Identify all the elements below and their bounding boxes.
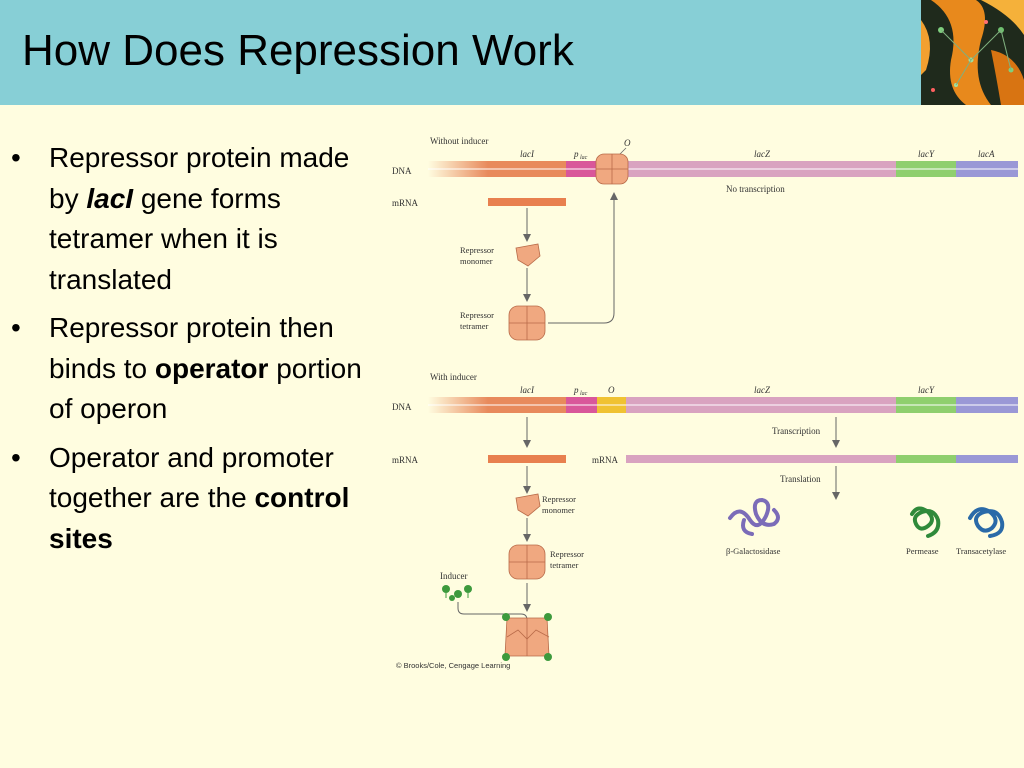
repressor-bound-to-operator <box>595 153 629 185</box>
dna-label: DNA <box>392 166 412 176</box>
dna-label: DNA <box>392 402 412 412</box>
repressor-inducer-complex <box>502 613 552 661</box>
gene-label-lacI: lacI <box>520 149 535 159</box>
repressor-monomer-label: monomer <box>542 505 575 515</box>
bullet-text: Operator and promoter together are the <box>49 441 334 514</box>
repressor-tetramer-shape <box>508 544 546 580</box>
translation-label: Translation <box>780 474 821 484</box>
repressor-tetramer-shape <box>508 305 546 341</box>
bullet-emphasis: lacI <box>86 182 134 214</box>
bullet-emphasis: operator <box>154 352 269 384</box>
bullet-text: gene forms tetramer when it is translate… <box>49 182 281 295</box>
mrna-label-operon: mRNA <box>592 455 619 465</box>
gene-label-lacZ: lacZ <box>754 385 771 395</box>
repressor-tetramer-label: Repressor <box>550 549 584 559</box>
operon-mrna <box>626 455 1018 463</box>
slide-title: How Does Repression Work <box>22 26 574 75</box>
panel-title-with-inducer: With inducer <box>430 372 477 382</box>
mrna-label: mRNA <box>392 455 419 465</box>
permease-label: Permease <box>906 546 939 556</box>
binding-arrow <box>548 192 618 324</box>
repressor-monomer-label: Repressor <box>542 494 576 504</box>
repressor-monomer-label: Repressor <box>460 245 494 255</box>
bullet-text: Repressor protein then binds to <box>49 312 334 384</box>
transacetylase-label: Transacetylase <box>956 546 1006 556</box>
galactosidase-label: β-Galactosidase <box>726 546 781 556</box>
inducer-molecules <box>442 585 472 601</box>
gene-label-lacI: lacI <box>520 385 535 395</box>
decorative-molecule-image <box>921 0 1024 105</box>
gene-label-promoter: p <box>573 149 579 159</box>
mrna-label: mRNA <box>392 198 419 208</box>
permease-protein <box>910 506 941 538</box>
gene-label-operator: O <box>624 138 631 148</box>
repressor-tetramer-label: tetramer <box>550 560 578 570</box>
repressor-monomer-shape <box>515 493 541 517</box>
copyright-credit: © Brooks/Cole, Cengage Learning <box>396 661 510 670</box>
lac-operon-diagram: Without inducer DNA lacI p lac O lacZ la… <box>388 128 1024 678</box>
laci-mrna-top <box>488 198 566 206</box>
inducer-label: Inducer <box>440 571 467 581</box>
repressor-tetramer-label: Repressor <box>460 310 494 320</box>
gene-label-lacA: lacA <box>978 149 995 159</box>
gene-label-promoter-sub: lac <box>580 391 588 397</box>
dna-strand-bottom <box>428 397 1018 413</box>
gene-label-lacY: lacY <box>918 149 935 159</box>
bullet-item: •Repressor protein made by lacI gene for… <box>11 142 350 295</box>
laci-mrna-bottom <box>488 455 566 463</box>
transcription-label: Transcription <box>772 426 821 436</box>
repressor-monomer-shape <box>515 243 541 267</box>
bullet-list: •Repressor protein made by lacI gene for… <box>8 138 376 567</box>
gene-label-promoter-sub: lac <box>580 155 588 161</box>
repressor-tetramer-label: tetramer <box>460 321 488 331</box>
bullet-text: Repressor protein made by <box>49 142 350 214</box>
transacetylase-protein <box>968 507 1005 538</box>
no-transcription-label: No transcription <box>726 184 785 194</box>
panel-title-without-inducer: Without inducer <box>430 136 488 146</box>
bullet-item: •Operator and promoter together are the … <box>11 441 350 554</box>
bullet-item: •Repressor protein then binds to operato… <box>11 312 362 425</box>
bullet-emphasis: control sites <box>49 482 350 554</box>
beta-galactosidase-protein <box>728 497 780 536</box>
title-bar: How Does Repression Work <box>0 0 1024 105</box>
dna-strand-top <box>428 161 1018 177</box>
gene-label-lacY: lacY <box>918 385 935 395</box>
gene-label-operator: O <box>608 385 615 395</box>
repressor-monomer-label: monomer <box>460 256 493 266</box>
gene-label-promoter: p <box>573 385 579 395</box>
bullet-text: portion of operon <box>49 352 362 425</box>
gene-label-lacZ: lacZ <box>754 149 771 159</box>
